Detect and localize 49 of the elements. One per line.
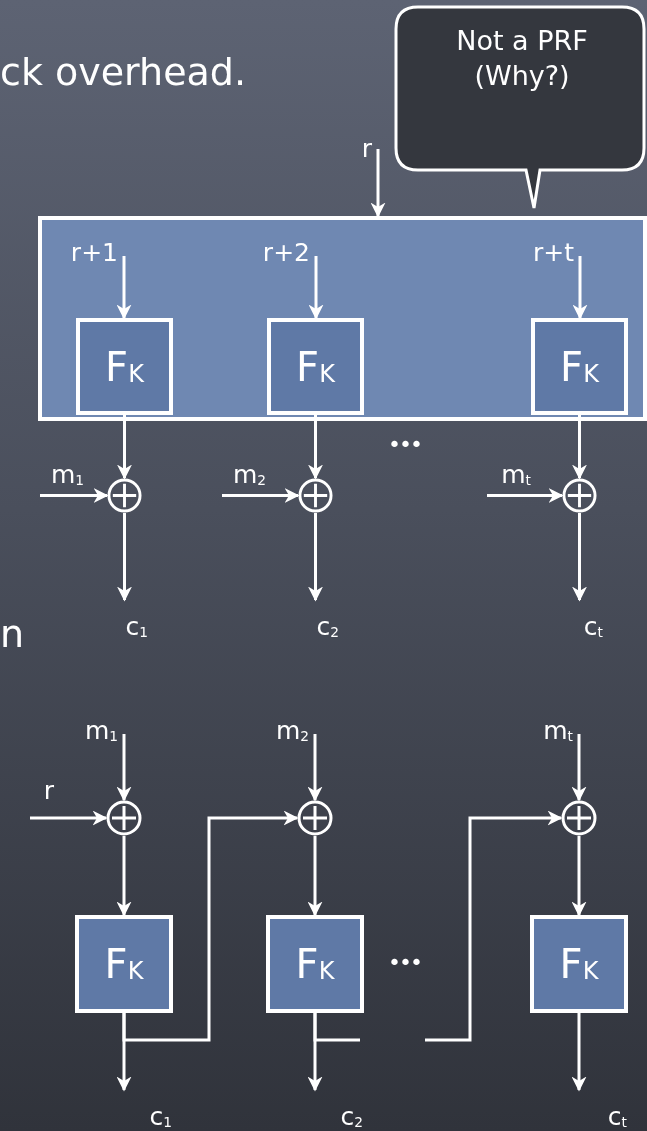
signal-label: m$_{2}$: [222, 462, 272, 496]
arrow: [116, 734, 132, 802]
arrow: [30, 810, 108, 826]
arrow: [307, 836, 323, 917]
arrow: [122, 810, 299, 1042]
counter-group-box: [38, 216, 647, 421]
xor-symbol: [298, 478, 333, 513]
arrow: [572, 256, 588, 320]
signal-label: m$_{2}$: [251, 718, 315, 750]
signal-label: r+t: [492, 240, 580, 272]
arrow: [307, 734, 323, 802]
arrow: [571, 734, 587, 802]
arrow: [571, 1013, 587, 1092]
signal-label: r+2: [232, 240, 316, 272]
signal-label: r: [30, 778, 60, 818]
arrow: [487, 488, 564, 503]
output-label: c$_{2}$: [291, 600, 341, 640]
xor-symbol: [297, 800, 333, 836]
speech-bubble: Not a PRF (Why?): [396, 5, 646, 210]
slide-text: n: [0, 612, 25, 656]
signal-label: m$_{t}$: [487, 462, 537, 496]
signal-label: r: [346, 136, 378, 162]
arrow: [308, 256, 324, 320]
arrow: [425, 810, 563, 1042]
ellipsis: •••: [388, 950, 421, 975]
output-label: c$_{1}$: [100, 600, 150, 640]
output-label: c$_{2}$: [309, 1090, 365, 1130]
ellipsis: •••: [388, 432, 421, 457]
xor-symbol: [562, 478, 597, 513]
signal-label: r+1: [55, 240, 124, 272]
signal-label: m$_{1}$: [60, 718, 124, 750]
output-label: c$_{1}$: [118, 1090, 174, 1130]
arrow: [572, 513, 587, 602]
signal-label: m$_{t}$: [515, 718, 579, 750]
arrow: [116, 256, 132, 320]
arrow: [117, 513, 132, 602]
arrow: [370, 149, 386, 218]
xor-symbol: [106, 800, 142, 836]
arrow: [222, 488, 300, 503]
output-label: c$_{t}$: [573, 1090, 629, 1130]
arrow: [571, 836, 587, 917]
xor-symbol: [561, 800, 597, 836]
arrow: [308, 513, 323, 602]
arrow: [116, 836, 132, 917]
slide-text: ck overhead.: [0, 50, 246, 94]
xor-symbol: [107, 478, 142, 513]
output-label: c$_{t}$: [555, 600, 605, 640]
arrow: [40, 488, 109, 503]
signal-label: m$_{1}$: [40, 462, 90, 496]
